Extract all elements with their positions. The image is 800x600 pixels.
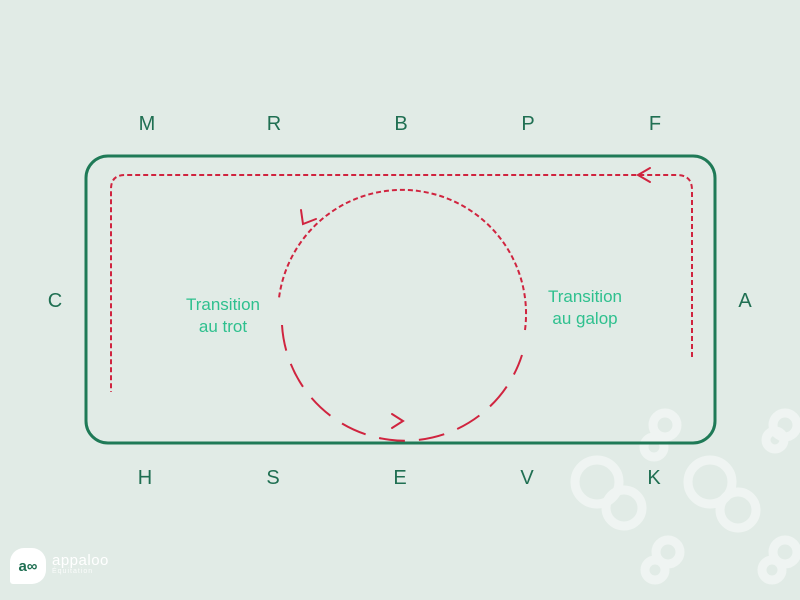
letter-e: E	[393, 467, 407, 489]
letter-s: S	[266, 467, 280, 489]
letter-v: V	[520, 467, 534, 489]
appaloo-logo: a∞ appaloo Équitation	[10, 548, 109, 584]
letter-b: B	[394, 113, 408, 135]
label-galop-line-2: au galop	[552, 309, 618, 328]
arena-border	[84, 154, 717, 445]
label-galop-line-1: Transition	[547, 287, 622, 306]
circle-arrow-bottom	[391, 413, 405, 429]
logo-text: appaloo Équitation	[52, 552, 109, 577]
track-path	[110, 174, 693, 392]
circle-walk-path	[278, 188, 528, 331]
logo-name: appaloo	[52, 552, 109, 569]
logo-mark-icon: a∞	[10, 548, 46, 584]
letter-m: M	[138, 113, 156, 135]
label-trot-transition: Transition au trot	[168, 294, 278, 338]
letter-p: P	[521, 113, 535, 135]
letter-r: R	[266, 113, 282, 135]
letter-f: F	[648, 113, 662, 135]
letter-k: K	[647, 467, 661, 489]
track-arrow	[636, 167, 651, 183]
letter-h: H	[137, 467, 153, 489]
circle-trot-path	[281, 324, 523, 442]
letter-a: A	[738, 290, 752, 312]
logo-subtitle: Équitation	[52, 568, 94, 575]
circle-arrow-top	[300, 209, 317, 226]
letter-c: C	[47, 290, 63, 312]
label-trot-line-1: Transition	[185, 295, 260, 314]
label-trot-line-2: au trot	[198, 317, 248, 336]
label-galop-transition: Transition au galop	[530, 286, 640, 330]
